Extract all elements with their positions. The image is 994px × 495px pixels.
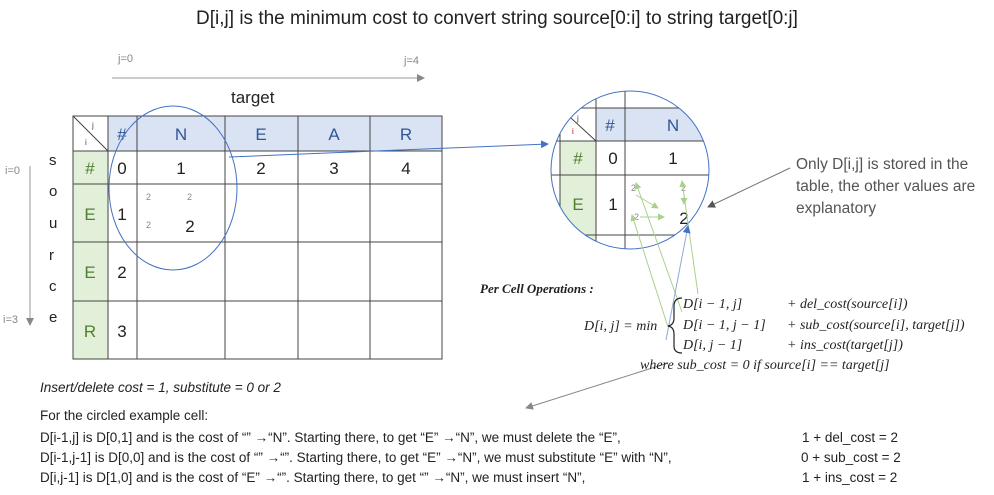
- explain-arrow: [525, 362, 669, 410]
- zoom-diag-value: 2: [631, 183, 636, 193]
- cost-line: Insert/delete cost = 1, substitute = 0 o…: [40, 380, 281, 395]
- explain-cost: 1 + del_cost = 2: [802, 430, 899, 445]
- cell-value: 2: [117, 263, 126, 282]
- explain-heading: For the circled example cell:: [40, 408, 209, 423]
- row-header: #: [85, 159, 95, 178]
- zoom-view: j i # N # E 0 1 1 2 2 2 2: [550, 90, 710, 250]
- source-letter: e: [49, 309, 58, 326]
- example-left-value: 2: [146, 220, 151, 230]
- source-letter: r: [49, 247, 54, 264]
- zoom-corner-j: j: [576, 114, 579, 123]
- diag-term-line: [634, 182, 683, 313]
- row-header: E: [84, 205, 95, 224]
- formula-term: D[i − 1, j − 1]: [683, 318, 766, 333]
- i-start-label: i=0: [5, 165, 20, 177]
- col-header: R: [400, 125, 412, 144]
- per-cell-heading: Per Cell Operations :: [480, 281, 594, 296]
- zoom-example-value: 2: [679, 209, 688, 228]
- i-end-label: i=3: [3, 314, 18, 326]
- formula-where: where sub_cost = 0 if source[i] == targe…: [640, 358, 890, 373]
- row-header: E: [84, 263, 95, 282]
- page-title: D[i,j] is the minimum cost to convert st…: [196, 8, 798, 29]
- explain-line: D[i,j-1] is D[1,0] and is the cost of “E…: [40, 470, 586, 485]
- col-header-fill: [108, 116, 442, 151]
- zoom-up-value: 2: [681, 183, 686, 193]
- zoom-cell-value: 1: [668, 149, 677, 168]
- formula-op: + del_cost(source[i]): [787, 297, 908, 312]
- zoom-corner-i: i: [572, 127, 574, 136]
- left-term-line: [630, 214, 669, 328]
- note-text: Only D[i,j] is stored in the table, the …: [796, 156, 976, 217]
- min-brace: [667, 297, 683, 354]
- j-end-label: j=4: [404, 55, 419, 67]
- target-label: target: [231, 88, 275, 107]
- zoom-col-header: #: [605, 116, 615, 135]
- example-circle: [108, 105, 238, 271]
- col-header: N: [175, 125, 187, 144]
- formula-term: D[i − 1, j]: [683, 297, 743, 312]
- corner-j: j: [91, 121, 94, 130]
- zoom-row-header: E: [572, 195, 583, 214]
- formula-op: + sub_cost(source[i], target[j]): [787, 318, 965, 333]
- formula-term: D[i, j − 1]: [683, 338, 743, 353]
- source-letter: s: [49, 152, 57, 169]
- zoom-arrow: [228, 140, 549, 158]
- row-header-fill: [73, 151, 108, 359]
- cell-value: 3: [117, 322, 126, 341]
- cell-value: 1: [117, 205, 126, 224]
- dp-table: j i # N E A R # E E R 0 1 2 3 4 1 2 3 2 …: [72, 115, 443, 360]
- source-letter: o: [49, 183, 58, 200]
- formula-op: + ins_cost(target[j]): [787, 338, 903, 353]
- source-letter: u: [49, 215, 58, 232]
- cell-value: 1: [176, 159, 185, 178]
- example-cell-value: 2: [185, 217, 194, 236]
- up-term-line: [679, 180, 699, 295]
- explain-line: D[i-1,j] is D[0,1] and is the cost of “”…: [40, 430, 621, 445]
- cell-value: 3: [329, 159, 338, 178]
- result-line: [665, 225, 691, 341]
- col-header: A: [328, 125, 340, 144]
- zoom-cell-value: 0: [608, 149, 617, 168]
- formula-lhs: D[i, j] = min: [584, 319, 658, 334]
- col-header: E: [255, 125, 266, 144]
- j-start-label: j=0: [118, 53, 133, 65]
- row-header: R: [84, 322, 96, 341]
- example-diag-value: 2: [146, 192, 151, 202]
- zoom-cell-value: 1: [608, 195, 617, 214]
- example-up-value: 2: [187, 192, 192, 202]
- explain-cost: 1 + ins_cost = 2: [802, 470, 898, 485]
- zoom-left-value: 2: [634, 212, 639, 222]
- zoom-diag-arrow: [635, 194, 659, 209]
- explain-line: D[i-1,j-1] is D[0,0] and is the cost of …: [40, 450, 672, 465]
- zoom-circle: [550, 90, 710, 250]
- source-letter: c: [49, 278, 57, 295]
- zoom-col-header: N: [667, 116, 679, 135]
- cell-value: 2: [256, 159, 265, 178]
- explain-cost: 0 + sub_cost = 2: [801, 450, 901, 465]
- zoom-row-header: #: [573, 149, 583, 168]
- note-pointer: [707, 167, 791, 208]
- col-header: #: [117, 125, 127, 144]
- cell-value: 0: [117, 159, 126, 178]
- corner-i: i: [85, 138, 87, 147]
- cell-value: 4: [401, 159, 410, 178]
